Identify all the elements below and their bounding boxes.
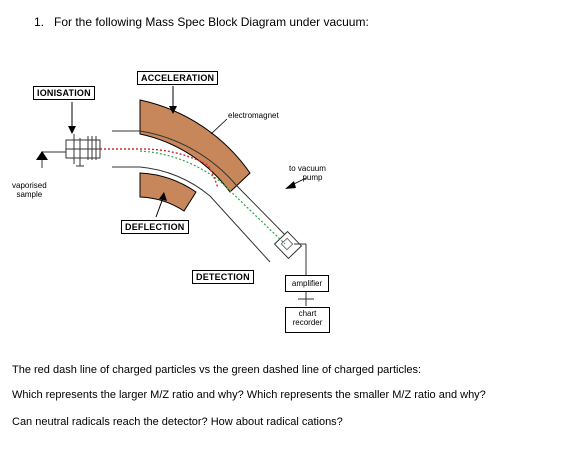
question-title: 1. For the following Mass Spec Block Diag…: [34, 15, 369, 29]
chart-recorder-box: chart recorder: [285, 307, 330, 333]
body-text-line-2: Which represents the larger M/Z ratio an…: [12, 389, 486, 401]
sample-label-line1: vaporised: [12, 181, 47, 190]
red-ion-path: [100, 148, 219, 189]
flight-tube-lower-wall: [112, 166, 271, 263]
recorder-label-line1: chart: [298, 309, 317, 318]
sample-label: vaporised sample: [12, 181, 47, 199]
question-text: For the following Mass Spec Block Diagra…: [54, 15, 369, 29]
flight-tube-upper-wall: [112, 130, 293, 243]
body-text-line-1: The red dash line of charged particles v…: [12, 364, 422, 376]
question-number: 1.: [34, 15, 45, 29]
ionisation-label: IONISATION: [33, 86, 95, 100]
electromagnet-lower: [139, 172, 197, 212]
vacuum-label-line1: to vacuum: [289, 164, 326, 173]
deflection-label: DEFLECTION: [121, 220, 189, 234]
electromagnet-upper: [139, 99, 251, 193]
body-text-line-3: Can neutral radicals reach the detector?…: [12, 416, 343, 428]
green-ion-path: [139, 150, 286, 245]
detection-label: DETECTION: [192, 270, 254, 284]
amplifier-label: amplifier: [291, 279, 323, 288]
sample-label-line2: sample: [16, 190, 43, 199]
detector-element: [280, 237, 294, 251]
detector-housing: [273, 230, 303, 260]
amplifier-box: amplifier: [285, 275, 329, 292]
recorder-label-line2: recorder: [292, 318, 323, 327]
vacuum-label: to vacuum pump: [289, 164, 326, 182]
electromagnet-label: electromagnet: [228, 111, 279, 120]
vacuum-label-line2: pump: [302, 173, 323, 182]
acceleration-label: ACCELERATION: [137, 71, 219, 85]
